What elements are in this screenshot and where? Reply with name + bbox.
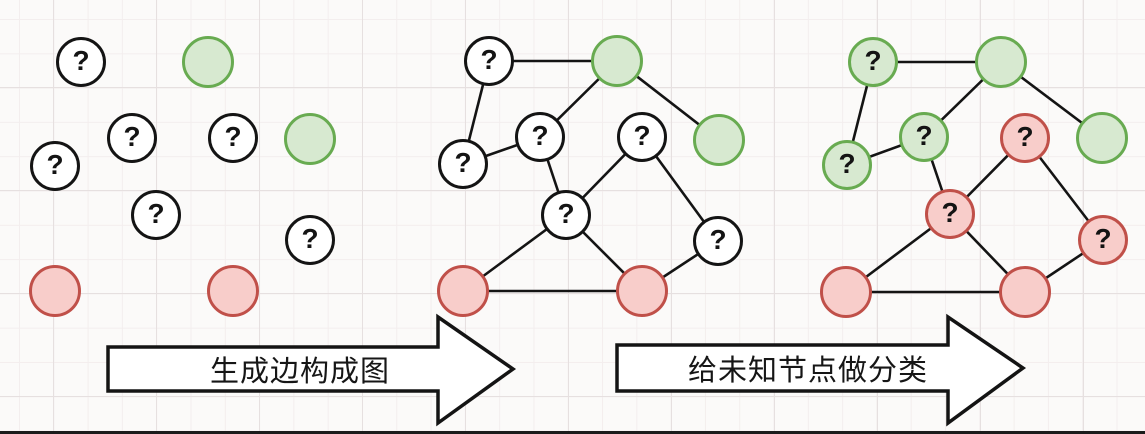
node-graph-G-unknown: ?	[541, 190, 591, 240]
node-classified-I-red	[820, 266, 872, 318]
block-arrow-1	[615, 313, 1027, 427]
arrow-label-build-graph: 生成边构成图	[209, 356, 390, 388]
node-graph-H-unknown: ?	[693, 216, 743, 266]
node-classified-A-green: ?	[848, 37, 898, 87]
node-scattered-G-unknown: ?	[131, 190, 181, 240]
node-scattered-D-unknown: ?	[30, 141, 80, 191]
node-graph-E-unknown: ?	[617, 112, 667, 162]
node-classified-B-green	[975, 36, 1027, 88]
node-graph-I-red	[437, 265, 489, 317]
node-scattered-B-green	[182, 36, 234, 88]
node-scattered-I-red	[29, 265, 81, 317]
node-scattered-J-red	[207, 265, 259, 317]
node-graph-J-red	[616, 265, 668, 317]
node-scattered-F-green	[284, 113, 336, 165]
node-graph-F-green	[693, 114, 745, 166]
node-graph-B-green	[591, 35, 643, 87]
node-classified-G-red: ?	[925, 189, 975, 239]
bottom-edge-strip	[0, 431, 1145, 434]
node-classified-C-green: ?	[899, 112, 949, 162]
node-classified-H-red: ?	[1078, 215, 1128, 265]
block-arrow-0	[106, 313, 517, 427]
arrow-label-classify-nodes: 给未知节点做分类	[687, 355, 928, 387]
node-graph-A-unknown: ?	[464, 36, 514, 86]
node-scattered-C-unknown: ?	[107, 113, 157, 163]
node-scattered-E-unknown: ?	[208, 113, 258, 163]
node-graph-C-unknown: ?	[515, 112, 565, 162]
node-classified-E-red: ?	[1000, 113, 1050, 163]
node-scattered-H-unknown: ?	[285, 215, 335, 265]
node-classified-D-green: ?	[822, 140, 872, 190]
node-classified-F-green	[1076, 112, 1128, 164]
node-graph-D-unknown: ?	[438, 139, 488, 189]
node-scattered-A-unknown: ?	[56, 37, 106, 87]
node-classified-J-red	[999, 266, 1051, 318]
